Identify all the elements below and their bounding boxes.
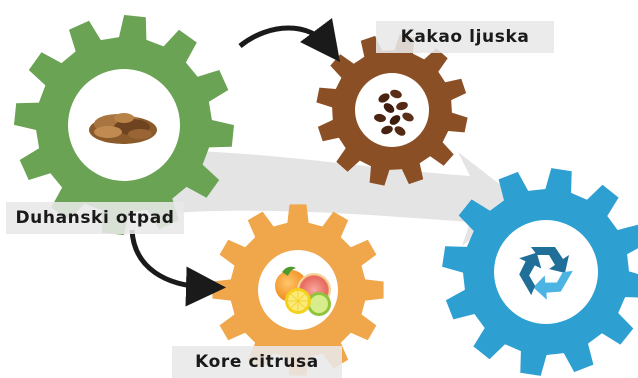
gear-center	[494, 220, 598, 324]
citrus-peel-label: Kore citrusa	[172, 346, 342, 378]
arrow-to-citrus-peel	[129, 229, 226, 307]
citrus-fruits-icon	[275, 266, 331, 316]
recycling-gear	[442, 168, 638, 376]
cocoa-shell-label: Kakao ljuska	[376, 21, 554, 53]
recycle-arrow-right	[533, 270, 573, 300]
recycle-icon	[519, 247, 573, 300]
flow-band	[150, 150, 520, 246]
tobacco-leaves-icon	[89, 113, 157, 144]
arrow-to-cocoa-shell	[238, 17, 341, 62]
recycle-arrow-top	[531, 247, 569, 273]
recycle-arrow-left	[519, 252, 542, 296]
tobacco-waste-label: Duhanski otpad	[6, 202, 184, 234]
cocoa-beans-icon	[374, 89, 414, 136]
